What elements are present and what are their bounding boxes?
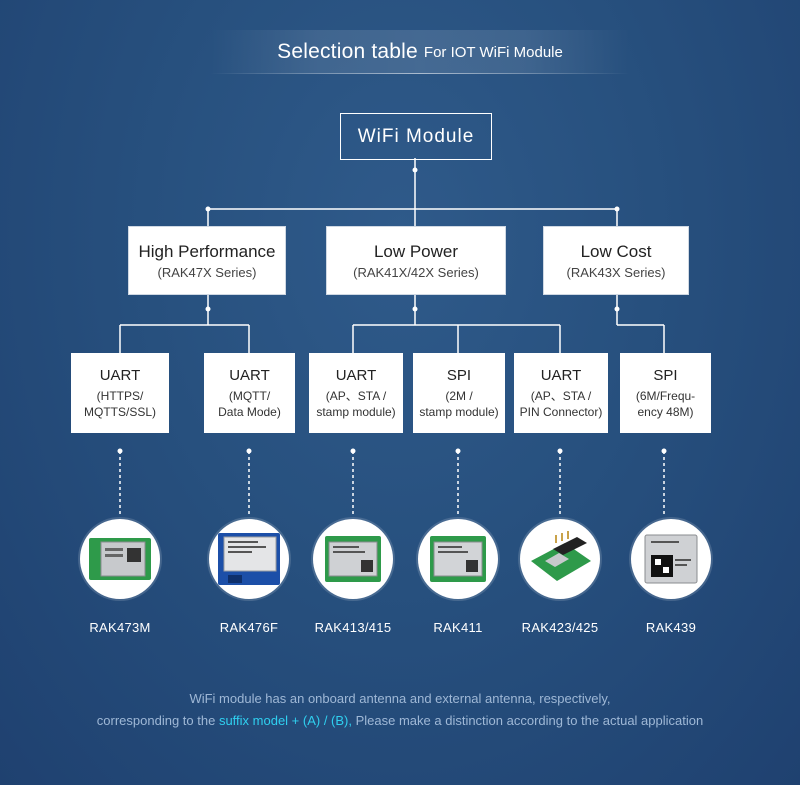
interface-detail: stamp module) [316,404,396,419]
interface-detail: (HTTPS/ [96,388,144,403]
interface-box-rak411: SPI (2M / stamp module) [413,353,505,433]
rak413-module-icon [313,519,393,599]
interface-detail: (AP、STA / [325,388,387,403]
interface-detail: ency 48M) [637,404,694,419]
interface-detail: (AP、STA / [530,388,592,403]
interface-title: SPI [653,366,678,384]
category-title: Low Power [373,241,459,261]
interface-title: SPI [446,366,472,384]
category-title: High Performance [138,241,276,261]
note-text: corresponding to the [96,713,216,728]
product-label-rak413: RAK413/415 [314,620,392,635]
note-text: Please make a distinction according to t… [355,713,704,728]
product-label-rak439: RAK439 [645,620,697,635]
wifi-module-root-box: WiFi Module [340,113,492,160]
title-banner: Selection table For IOT WiFi Module [210,30,630,74]
page-subtitle: For IOT WiFi Module [423,43,563,61]
interface-detail: MQTTS/SSL) [83,404,156,419]
note-line-1: WiFi module has an onboard antenna and e… [0,691,800,706]
rak423-module-icon [520,519,600,599]
interface-box-rak413: UART (AP、STA / stamp module) [309,353,403,433]
product-label-rak473m: RAK473M [89,620,151,635]
page-title: Selection table [277,40,418,63]
product-label-rak476f: RAK476F [219,620,279,635]
interface-detail: stamp module) [419,404,499,419]
root-label: WiFi Module [357,125,475,147]
interface-detail: (MQTT/ [228,388,271,403]
note-text: WiFi module has an onboard antenna and e… [189,691,611,706]
note-highlight: suffix model + (A) / (B), [218,713,352,728]
interface-title: UART [335,366,377,384]
category-subtitle: (RAK41X/42X Series) [353,264,479,280]
interface-title: UART [229,366,270,384]
category-subtitle: (RAK47X Series) [157,264,257,280]
interface-box-rak423: UART (AP、STA / PIN Connector) [514,353,608,433]
interface-title: UART [540,366,582,384]
interface-detail: PIN Connector) [519,404,603,419]
interface-box-rak439: SPI (6M/Frequ- ency 48M) [620,353,711,433]
interface-box-rak473m: UART (HTTPS/ MQTTS/SSL) [71,353,169,433]
interface-detail: (2M / [445,388,473,403]
product-label-rak423: RAK423/425 [521,620,599,635]
category-subtitle: (RAK43X Series) [566,264,666,280]
note-line-2: corresponding to the suffix model + (A) … [0,713,800,728]
category-low-cost: Low Cost (RAK43X Series) [543,226,689,295]
rak473m-module-icon [80,519,160,599]
category-high-performance: High Performance (RAK47X Series) [128,226,286,295]
interface-title: UART [99,366,141,384]
rak439-module-icon [631,519,711,599]
interface-box-rak476f: UART (MQTT/ Data Mode) [204,353,295,433]
rak476f-module-icon [209,519,289,599]
category-title: Low Cost [580,241,652,261]
product-label-rak411: RAK411 [433,620,483,635]
category-low-power: Low Power (RAK41X/42X Series) [326,226,506,295]
rak411-module-icon [418,519,498,599]
interface-detail: (6M/Frequ- [635,388,696,403]
interface-detail: Data Mode) [218,404,281,419]
